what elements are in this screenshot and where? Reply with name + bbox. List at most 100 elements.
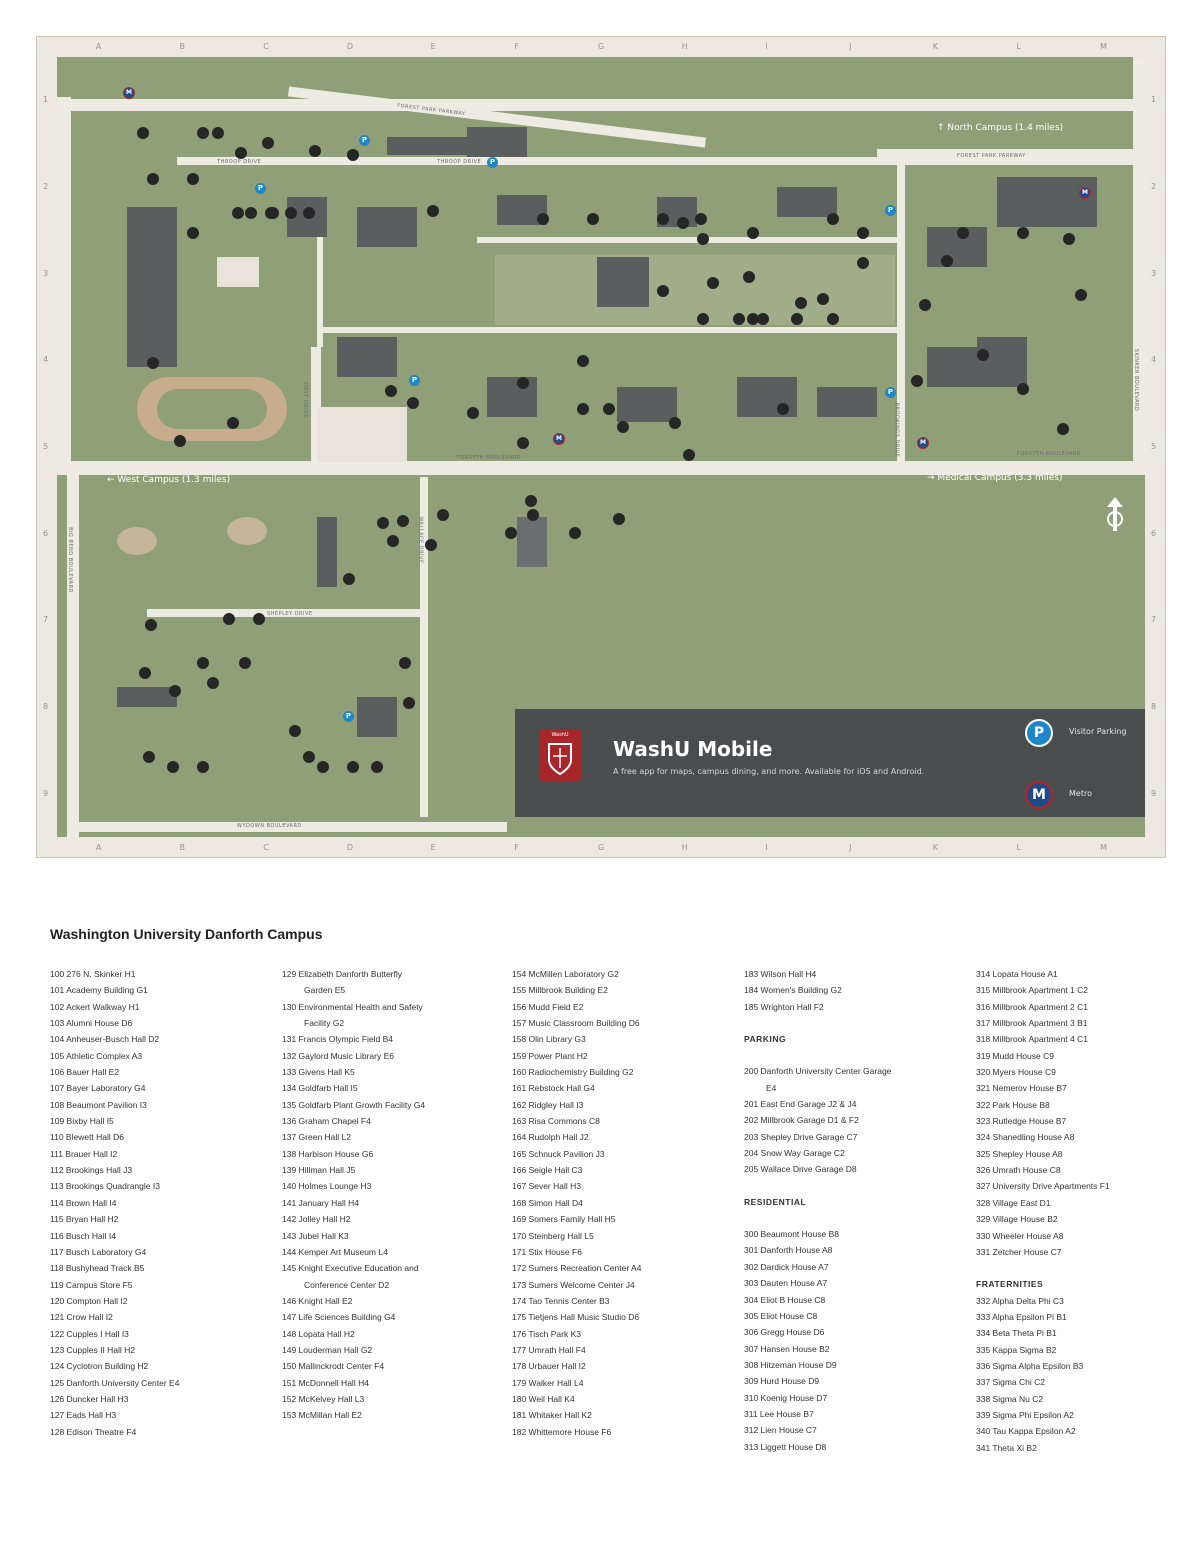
building-marker[interactable] [207, 677, 219, 689]
building-marker[interactable] [603, 403, 615, 415]
west-campus-direction[interactable]: ← West Campus (1.3 miles) [107, 475, 231, 485]
directory-entry[interactable]: 101 Academy Building G1 [50, 985, 148, 996]
building-marker[interactable] [827, 213, 839, 225]
building-marker[interactable] [437, 509, 449, 521]
directory-entry[interactable]: 118 Bushyhead Track B5 [50, 1263, 145, 1274]
directory-entry[interactable]: 124 Cyclotron Building H2 [50, 1361, 149, 1372]
directory-entry[interactable]: 316 Millbrook Apartment 2 C1 [976, 1001, 1088, 1012]
building-marker[interactable] [147, 357, 159, 369]
building-marker[interactable] [577, 403, 589, 415]
building-marker[interactable] [197, 657, 209, 669]
building-marker[interactable] [143, 751, 155, 763]
building-marker[interactable] [397, 515, 409, 527]
building-marker[interactable] [1017, 383, 1029, 395]
building-marker[interactable] [707, 277, 719, 289]
directory-entry[interactable]: 320 Myers House C9 [976, 1067, 1056, 1078]
building-marker[interactable] [1017, 227, 1029, 239]
building-marker[interactable] [303, 751, 315, 763]
directory-entry[interactable]: 108 Beaumont Pavilion I3 [50, 1099, 147, 1110]
directory-entry[interactable]: 162 Ridgley Hall I3 [512, 1099, 584, 1110]
building-marker[interactable] [941, 255, 953, 267]
directory-entry[interactable]: 300 Beaumont House B8 [744, 1229, 839, 1240]
directory-entry[interactable]: 314 Lopata House A1 [976, 969, 1058, 979]
directory-entry[interactable]: 141 January Hall H4 [282, 1197, 360, 1208]
directory-entry[interactable]: 144 Kemper Art Museum L4 [282, 1246, 388, 1257]
directory-entry[interactable]: 200 Danforth University Center Garage E4 [744, 1066, 892, 1093]
directory-entry[interactable]: 321 Nemerov House B7 [976, 1083, 1067, 1094]
building-marker[interactable] [285, 207, 297, 219]
directory-entry[interactable]: 309 Hurd House D9 [744, 1376, 820, 1387]
building-marker[interactable] [371, 761, 383, 773]
directory-entry[interactable]: 312 Lien House C7 [744, 1425, 817, 1436]
directory-entry[interactable]: 334 Beta Theta Pi B1 [976, 1328, 1057, 1339]
directory-entry[interactable]: 131 Francis Olympic Field B4 [282, 1034, 394, 1045]
building-marker[interactable] [377, 517, 389, 529]
directory-entry[interactable]: 201 East End Garage J2 & J4 [744, 1099, 857, 1110]
directory-entry[interactable]: 305 Eliot House C8 [744, 1310, 818, 1321]
directory-entry[interactable]: 143 Jubel Hall K3 [282, 1230, 349, 1241]
directory-entry[interactable]: 315 Millbrook Apartment 1 C2 [976, 985, 1088, 996]
directory-entry[interactable]: 100 276 N. Skinker H1 [50, 969, 136, 979]
directory-entry[interactable]: 146 Knight Hall E2 [282, 1295, 353, 1306]
building-marker[interactable] [733, 313, 745, 325]
directory-entry[interactable]: 126 Duncker Hall H3 [50, 1393, 129, 1404]
directory-entry[interactable]: 337 Sigma Chi C2 [976, 1377, 1045, 1388]
building-marker[interactable] [827, 313, 839, 325]
building-marker[interactable] [617, 421, 629, 433]
building-marker[interactable] [957, 227, 969, 239]
directory-entry[interactable]: 202 Millbrook Garage D1 & F2 [744, 1115, 859, 1126]
directory-entry[interactable]: 140 Holmes Lounge H3 [282, 1181, 372, 1192]
building-marker[interactable] [517, 437, 529, 449]
building-marker[interactable] [919, 299, 931, 311]
building-marker[interactable] [977, 349, 989, 361]
building-marker[interactable] [677, 217, 689, 229]
building-marker[interactable] [517, 377, 529, 389]
directory-entry[interactable]: 153 McMillan Hall E2 [282, 1410, 362, 1421]
directory-entry[interactable]: 106 Bauer Hall E2 [50, 1067, 119, 1078]
building-marker[interactable] [137, 127, 149, 139]
building-marker[interactable] [577, 355, 589, 367]
building-marker[interactable] [669, 417, 681, 429]
directory-entry[interactable]: 133 Givens Hall K5 [282, 1067, 355, 1078]
building-marker[interactable] [657, 213, 669, 225]
directory-entry[interactable]: 332 Alpha Delta Phi C3 [976, 1295, 1064, 1306]
directory-entry[interactable]: 167 Sever Hall H3 [512, 1181, 581, 1192]
building-marker[interactable] [911, 375, 923, 387]
campus-map[interactable]: FOREST PARK PARKWAY FOREST PARK PARKWAY … [57, 57, 1145, 837]
building-marker[interactable] [385, 385, 397, 397]
directory-entry[interactable]: 149 Louderman Hall G2 [282, 1344, 373, 1355]
directory-entry[interactable]: 178 Urbauer Hall I2 [512, 1361, 586, 1372]
directory-entry[interactable]: 323 Rutledge House B7 [976, 1116, 1067, 1127]
building-marker[interactable] [537, 213, 549, 225]
directory-entry[interactable]: 147 Life Sciences Building G4 [282, 1312, 396, 1323]
directory-entry[interactable]: 128 Edison Theatre F4 [50, 1426, 137, 1437]
building-marker[interactable] [174, 435, 186, 447]
directory-entry[interactable]: 130 Environmental Health and Safety Faci… [282, 1001, 423, 1029]
directory-entry[interactable]: 205 Wallace Drive Garage D8 [744, 1164, 857, 1175]
building-marker[interactable] [747, 227, 759, 239]
directory-entry[interactable]: 326 Umrath House C8 [976, 1165, 1061, 1176]
building-marker[interactable] [227, 417, 239, 429]
directory-entry[interactable]: 111 Brauer Hall I2 [50, 1148, 118, 1159]
building-marker[interactable] [407, 397, 419, 409]
building-marker[interactable] [403, 697, 415, 709]
directory-entry[interactable]: 306 Gregg House D6 [744, 1327, 825, 1338]
directory-entry[interactable]: 115 Bryan Hall H2 [50, 1214, 119, 1225]
building-marker[interactable] [817, 293, 829, 305]
building-marker[interactable] [197, 127, 209, 139]
directory-entry[interactable]: 122 Cupples I Hall I3 [50, 1328, 129, 1339]
building-marker[interactable] [683, 449, 695, 461]
directory-entry[interactable]: 307 Hansen House B2 [744, 1343, 830, 1354]
directory-entry[interactable]: 104 Anheuser-Busch Hall D2 [50, 1034, 160, 1045]
building-marker[interactable] [791, 313, 803, 325]
building-marker[interactable] [505, 527, 517, 539]
directory-entry[interactable]: 168 Simon Hall D4 [512, 1197, 583, 1208]
building-marker[interactable] [613, 513, 625, 525]
parking-pin[interactable]: P [343, 711, 354, 722]
directory-entry[interactable]: 322 Park House B8 [976, 1099, 1050, 1110]
building-marker[interactable] [743, 271, 755, 283]
directory-entry[interactable]: 155 Millbrook Building E2 [512, 985, 608, 996]
directory-entry[interactable]: 166 Seigle Hall C3 [512, 1165, 583, 1176]
directory-entry[interactable]: 170 Steinberg Hall L5 [512, 1230, 594, 1241]
directory-entry[interactable]: 136 Graham Chapel F4 [282, 1116, 371, 1127]
